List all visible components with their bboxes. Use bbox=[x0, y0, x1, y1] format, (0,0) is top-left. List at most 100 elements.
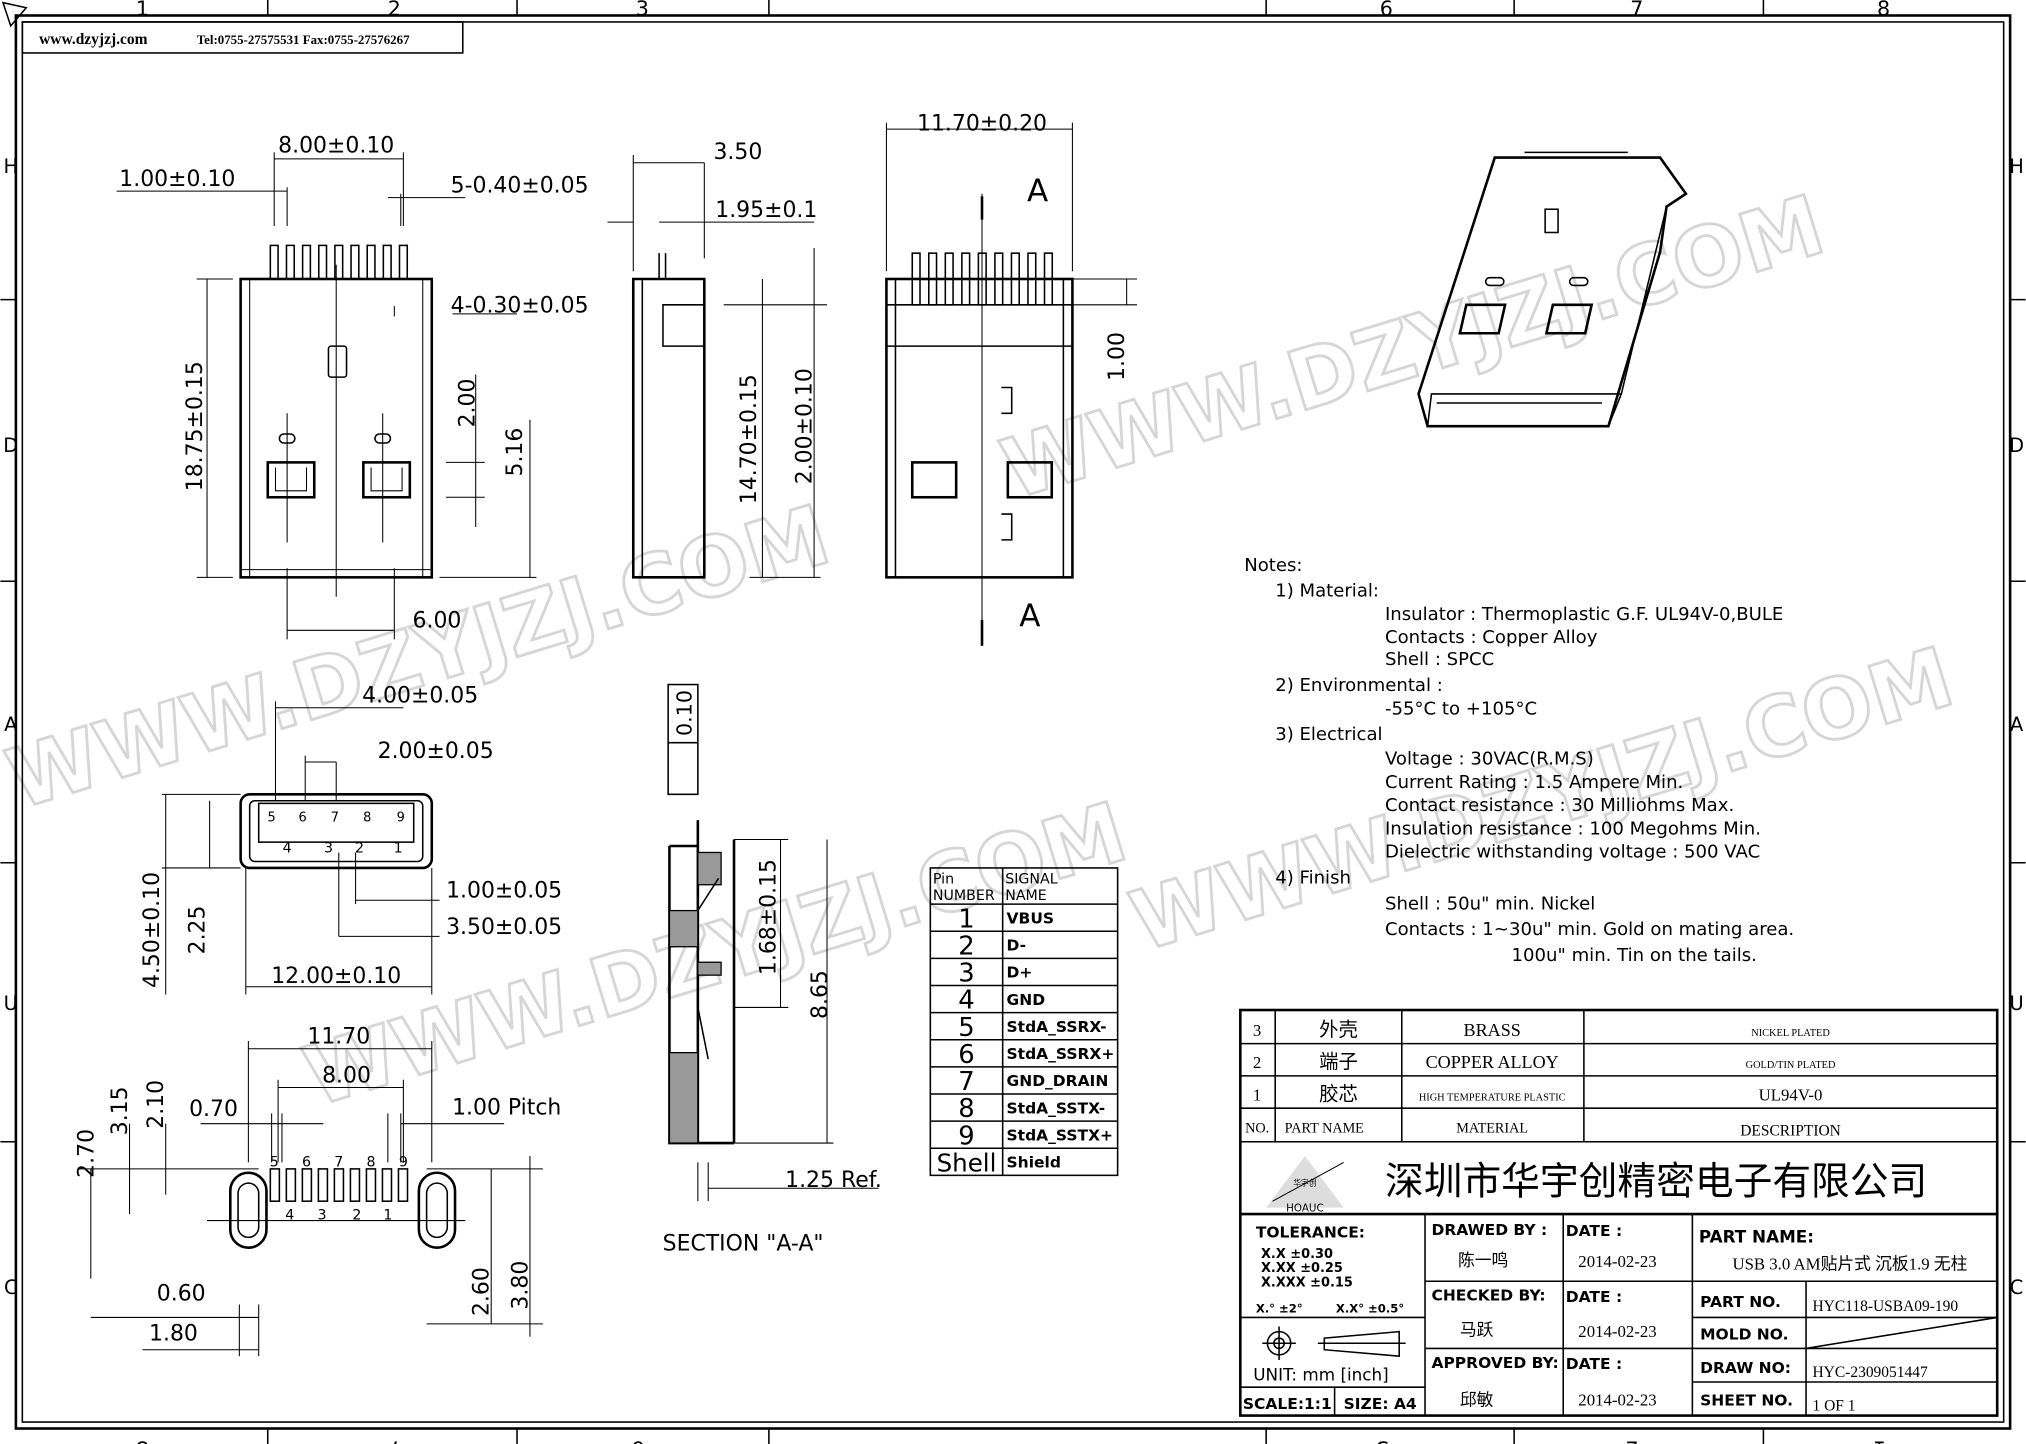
pin-number: 7 bbox=[334, 1154, 343, 1170]
dimension-label: 1.95±0.1 bbox=[715, 198, 817, 223]
approved-by-name: 邱敏 bbox=[1460, 1389, 1494, 1409]
pin-number-cell: 9 bbox=[958, 1121, 974, 1151]
dimension-label: 1.00 bbox=[1105, 332, 1130, 381]
tolerance-value: X.XXX ±0.15 bbox=[1261, 1275, 1353, 1290]
note-line: 1) Material: bbox=[1275, 581, 1379, 602]
bom-no: 3 bbox=[1253, 1021, 1261, 1040]
note-line: Insulation resistance : 100 Megohms Min. bbox=[1385, 818, 1761, 839]
zone-label-bottom: 7 bbox=[388, 1436, 401, 1444]
notes-title: Notes: bbox=[1244, 555, 1302, 576]
draw-no-value: HYC-2309051447 bbox=[1812, 1364, 1928, 1381]
zone-label-bottom: 8 bbox=[136, 1436, 149, 1444]
pcb-pad bbox=[285, 1168, 297, 1202]
zone-label-top: 6 bbox=[1380, 0, 1393, 20]
pin-number: 4 bbox=[283, 840, 292, 856]
bom-header: MATERIAL bbox=[1456, 1121, 1528, 1137]
dimension-label: 1.00±0.05 bbox=[446, 879, 562, 904]
draw-no-label: DRAW NO: bbox=[1700, 1359, 1791, 1377]
bom-description: GOLD/TIN PLATED bbox=[1746, 1060, 1836, 1071]
pin-lead bbox=[301, 244, 312, 280]
tolerance-value: X.X ±0.30 bbox=[1261, 1247, 1333, 1262]
pcb-pad bbox=[397, 1168, 409, 1202]
dimension-label: 3.80 bbox=[508, 1261, 533, 1310]
signal-name-cell: D- bbox=[1007, 937, 1027, 955]
dimension-label: 6.00 bbox=[413, 609, 462, 634]
pcb-pad bbox=[365, 1168, 377, 1202]
zone-label-left: D bbox=[3, 434, 18, 457]
note-line: Contacts : Copper Alloy bbox=[1385, 627, 1598, 648]
pin-number: 3 bbox=[324, 840, 333, 856]
zone-label-left: A bbox=[4, 713, 18, 736]
date-value: 2014-02-23 bbox=[1578, 1252, 1656, 1271]
pcb-pad bbox=[269, 1168, 281, 1202]
header-box bbox=[21, 21, 464, 54]
pin-number: 3 bbox=[317, 1207, 326, 1223]
sheet-no-label: SHEET NO. bbox=[1700, 1391, 1793, 1409]
pin-number-cell: 2 bbox=[958, 931, 974, 961]
pin-lead bbox=[382, 244, 392, 280]
bom-header: NO. bbox=[1245, 1121, 1269, 1137]
tolerance-label: TOLERANCE: bbox=[1256, 1223, 1365, 1241]
size-label: SIZE: A4 bbox=[1344, 1395, 1417, 1413]
pin-lead bbox=[961, 252, 971, 306]
pin-lead bbox=[928, 252, 938, 306]
zone-label-right: H bbox=[2009, 155, 2024, 178]
dimension-label: 11.70 bbox=[307, 1025, 370, 1050]
dimension-label: 8.00 bbox=[322, 1063, 371, 1088]
zone-label-top: 2 bbox=[388, 0, 401, 20]
pin-number: 7 bbox=[331, 810, 339, 825]
dimension-label: 2.70 bbox=[74, 1129, 99, 1178]
zone-label-bottom: 2 bbox=[1625, 1436, 1638, 1444]
date-label: DATE : bbox=[1566, 1222, 1622, 1240]
part-no-value: HYC118-USBA09-190 bbox=[1812, 1298, 1958, 1315]
pin-lead bbox=[398, 244, 409, 280]
signal-name-cell: StdA_SSRX- bbox=[1007, 1018, 1107, 1036]
pin-number: 9 bbox=[399, 1154, 408, 1170]
dimension-label: 4.50±0.10 bbox=[140, 872, 165, 988]
pin-lead bbox=[1010, 252, 1020, 306]
tolerance-value: X.XX ±0.25 bbox=[1261, 1261, 1343, 1276]
pin-number: 4 bbox=[285, 1207, 294, 1223]
dimension-label: 0.70 bbox=[189, 1097, 238, 1122]
bom-description: NICKEL PLATED bbox=[1751, 1028, 1830, 1039]
zone-label-top: 7 bbox=[1630, 0, 1643, 20]
date-value: 2014-02-23 bbox=[1578, 1322, 1656, 1341]
dimension-label: 5-0.40±0.05 bbox=[451, 173, 589, 198]
pin-table-header: NAME bbox=[1005, 888, 1047, 904]
isometric-view bbox=[1417, 151, 1688, 428]
checked-by-name: 马跃 bbox=[1460, 1320, 1494, 1340]
part-name-label: PART NAME: bbox=[1699, 1227, 1814, 1247]
zone-label-right: C bbox=[2010, 1276, 2024, 1299]
dimension-label: 14.70±0.15 bbox=[737, 374, 762, 504]
zone-label-left: U bbox=[4, 992, 18, 1015]
pin-number: 2 bbox=[355, 840, 364, 856]
signal-name-cell: StdA_SSTX+ bbox=[1007, 1126, 1113, 1144]
date-label: DATE : bbox=[1566, 1355, 1622, 1373]
note-line: 3) Electrical bbox=[1275, 724, 1382, 745]
pin-lead bbox=[285, 244, 296, 280]
dimension-label: 0.10 bbox=[672, 690, 696, 736]
pin-number-cell: Shell bbox=[937, 1148, 997, 1177]
pin-number: 8 bbox=[363, 810, 371, 825]
zone-label-top: 1 bbox=[136, 0, 149, 20]
pin-number: 6 bbox=[302, 1154, 311, 1170]
watermark-text: WWW.DZYJZJ.COM bbox=[0, 487, 840, 828]
note-line: Dielectric withstanding voltage : 500 VA… bbox=[1385, 842, 1760, 863]
zone-label-top: 3 bbox=[636, 0, 649, 20]
pin-number-cell: 6 bbox=[958, 1040, 974, 1070]
note-line: Voltage : 30VAC(R.M.S) bbox=[1385, 749, 1594, 770]
pin-number: 8 bbox=[367, 1154, 376, 1170]
zone-label-bottom: 1 bbox=[1873, 1436, 1886, 1444]
bom-no: 1 bbox=[1253, 1085, 1261, 1104]
note-line: Current Rating : 1.5 Ampere Min. bbox=[1385, 772, 1683, 793]
pin-number: 2 bbox=[352, 1207, 361, 1223]
section-marker-a: A bbox=[1019, 598, 1040, 634]
note-line: 100u" min. Tin on the tails. bbox=[1512, 945, 1757, 966]
checked-by-label: CHECKED BY: bbox=[1431, 1287, 1545, 1305]
website-text: www.dzyjzj.com bbox=[39, 31, 147, 48]
bom-no: 2 bbox=[1253, 1053, 1261, 1072]
note-line: -55°C to +105°C bbox=[1385, 698, 1537, 719]
dimension-label: 3.50 bbox=[713, 140, 762, 165]
zone-label-bottom: 6 bbox=[632, 1436, 645, 1444]
zone-label-right: U bbox=[2009, 992, 2023, 1015]
